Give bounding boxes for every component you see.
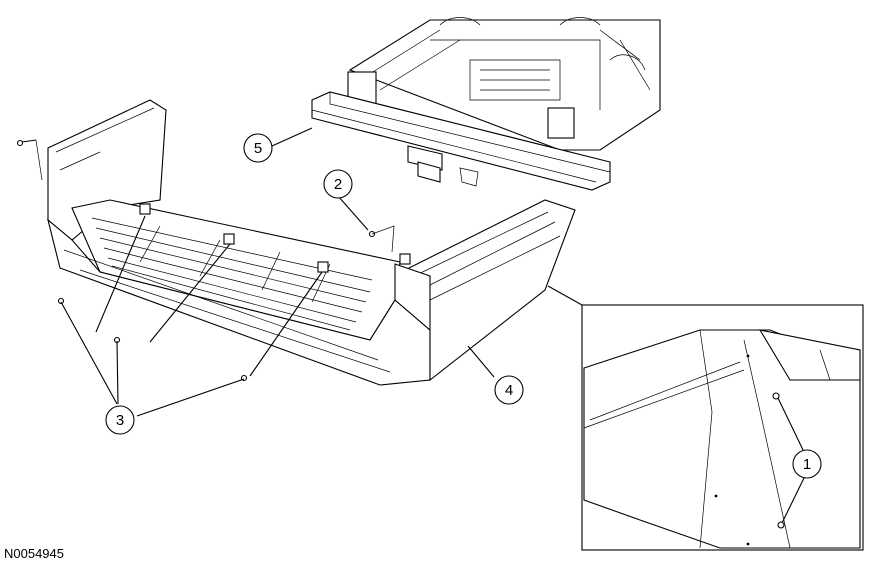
leader-lines (60, 127, 583, 417)
callout-1-label: 1 (803, 456, 811, 473)
callout-2-label: 2 (334, 176, 342, 193)
callout-5: 5 (243, 133, 273, 163)
callout-1: 1 (792, 449, 822, 479)
vehicle-rear-frame (311, 17, 661, 191)
detail-inset (581, 304, 864, 551)
callout-4-label: 4 (505, 382, 513, 399)
screw-fasteners (16, 139, 395, 382)
callout-3: 3 (105, 405, 135, 435)
callout-5-label: 5 (254, 140, 262, 157)
figure-id: N0054945 (4, 546, 64, 561)
callout-2: 2 (323, 169, 353, 199)
callout-4: 4 (494, 375, 524, 405)
callout-3-label: 3 (116, 412, 124, 429)
rear-bumper-cover (47, 99, 576, 386)
